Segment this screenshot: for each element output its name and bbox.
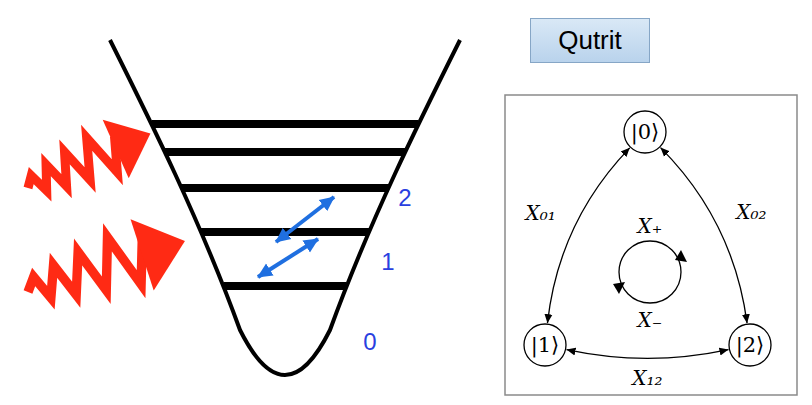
edge-label: X₀₂: [736, 200, 766, 224]
potential-well: [110, 40, 460, 375]
level-number: 0: [363, 328, 376, 356]
state-circle: |0⟩: [623, 110, 667, 154]
transition-arrow: [276, 197, 334, 242]
transition-connector: [547, 148, 629, 323]
operator-label: X₋: [638, 308, 663, 332]
state-circle: |2⟩: [728, 323, 772, 367]
energy-levels: [152, 124, 418, 286]
laser-pulse: [15, 104, 163, 217]
node-text: |1⟩: [531, 333, 560, 357]
node-text: |2⟩: [736, 333, 765, 357]
graph-frame: [505, 95, 797, 395]
edge-label: X₁₂: [632, 366, 662, 390]
state-circle: |1⟩: [523, 323, 567, 367]
laser-pulse: [16, 205, 196, 327]
level-number: 1: [381, 248, 394, 276]
transition-arrow: [258, 239, 318, 277]
operator-label: X₊: [638, 214, 663, 238]
edge-label: X₀₁: [526, 201, 556, 225]
level-number: 2: [398, 184, 411, 212]
transition-connector: [567, 350, 729, 359]
transition-connector: [661, 148, 748, 324]
cycle-arrowhead: [675, 250, 687, 262]
node-text: |0⟩: [631, 120, 660, 144]
node-text: Qutrit: [558, 25, 622, 56]
cycle-arrowhead: [613, 282, 625, 294]
cycle-circle: [619, 241, 681, 303]
title-box: Qutrit: [530, 18, 650, 63]
